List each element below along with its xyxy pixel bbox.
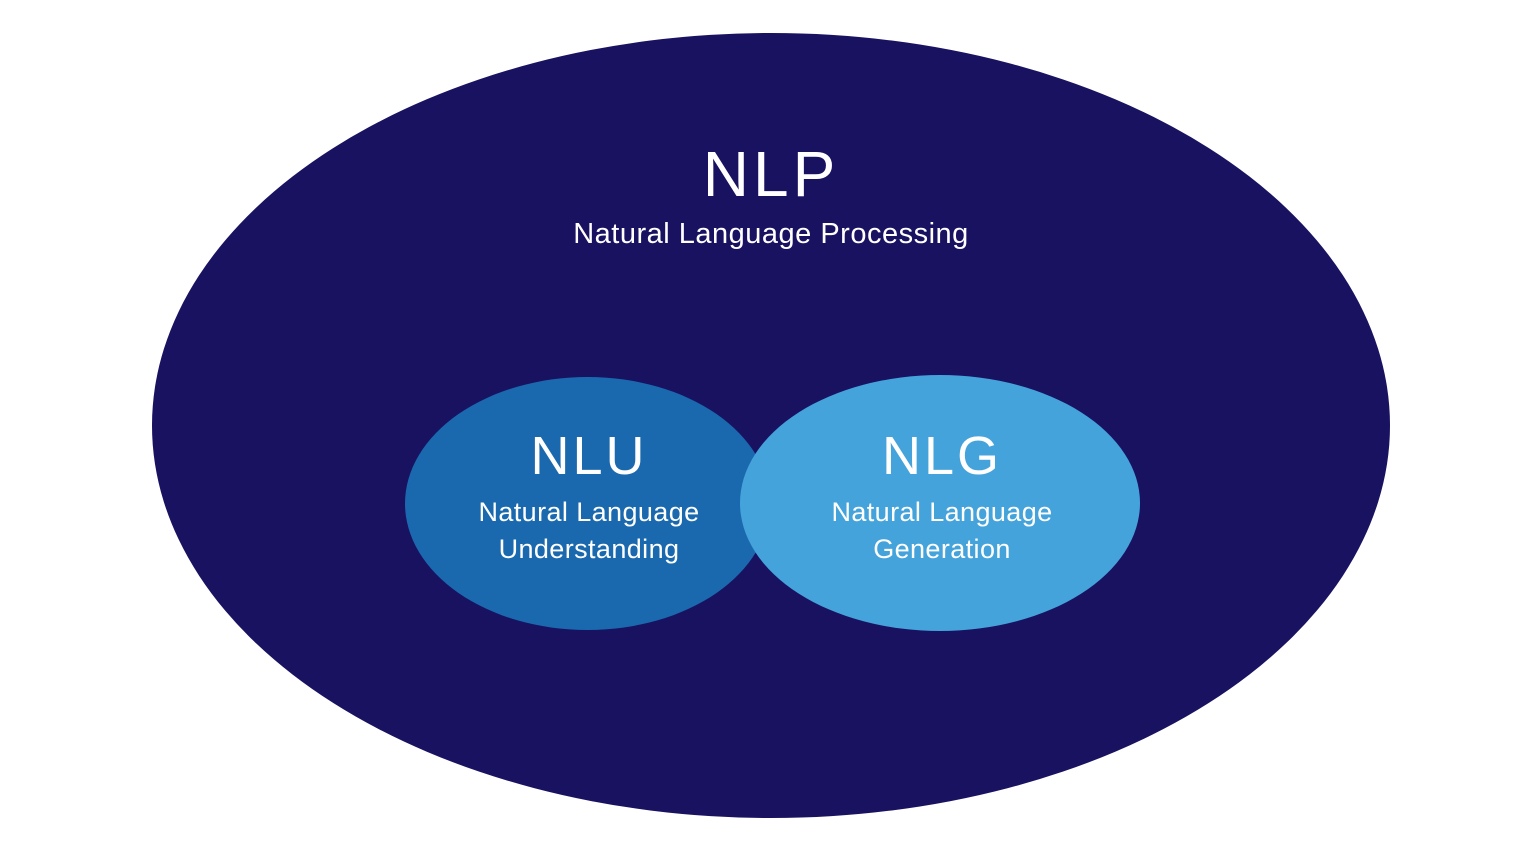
nlu-ellipse [405, 377, 770, 630]
nlg-abbr-label: NLG [881, 426, 1003, 486]
nlp-label-group: NLP Natural Language Processing [573, 138, 969, 251]
nlg-fullname-label: Natural Language Generation [831, 497, 1053, 564]
nlg-ellipse [740, 375, 1140, 631]
nlu-fullname-label: Natural Language Understanding [478, 497, 700, 564]
nlp-outer-ellipse [152, 33, 1390, 818]
nlu-abbr-label: NLU [530, 426, 648, 486]
nlu-label-group: NLU Natural Language Understanding [464, 424, 714, 568]
nlp-abbr-label: NLP [702, 138, 840, 210]
nlp-fullname-label: Natural Language Processing [573, 218, 969, 250]
nlg-label-group: NLG Natural Language Generation [817, 424, 1067, 568]
